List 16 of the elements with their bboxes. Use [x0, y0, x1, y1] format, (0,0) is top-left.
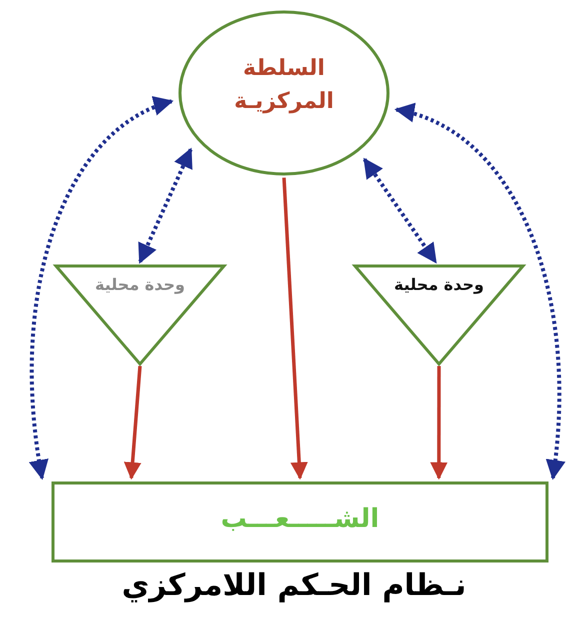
triangle-node: [354, 265, 524, 365]
triangle-node: [55, 265, 225, 365]
dotted-arrow: [394, 104, 565, 480]
dotted-arrow: [29, 98, 174, 480]
node-label: السلطة المركزيـة: [233, 55, 335, 116]
node-label: وحدة محلية: [94, 274, 186, 296]
node-label: الشـــــعـــب: [220, 503, 380, 536]
dotted-arrow: [138, 148, 193, 264]
arrow: [282, 178, 308, 480]
arrow: [430, 366, 448, 480]
arrow: [124, 366, 142, 480]
caption: نـظام الحـكم اللامركزي: [120, 568, 468, 603]
node-label: وحدة محلية: [393, 274, 485, 296]
dotted-arrow: [362, 158, 438, 264]
rectangle-node: [52, 482, 548, 562]
circle-node: [178, 10, 390, 176]
